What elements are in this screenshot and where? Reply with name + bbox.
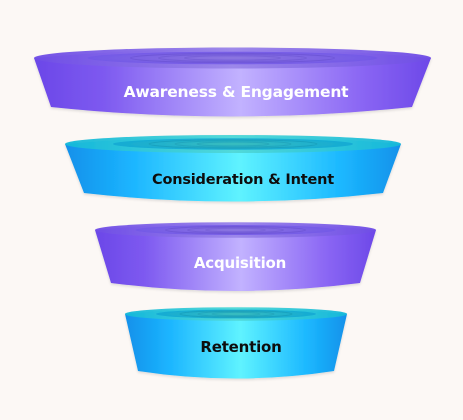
funnel-stage-acquisition-ring-2 xyxy=(187,226,284,234)
funnel-stage-retention-ring-2 xyxy=(197,311,275,317)
funnel-stage-consideration-ring-1 xyxy=(148,139,318,149)
funnel-stage-acquisition-ring-3 xyxy=(205,227,266,233)
funnel-stage-retention-body xyxy=(125,308,347,379)
funnel-stage-awareness-ring-1 xyxy=(130,52,335,64)
funnel-stage-acquisition-label: Acquisition xyxy=(194,254,286,272)
funnel-stage-awareness-ring-2 xyxy=(158,54,307,62)
funnel-stage-awareness-ring-3 xyxy=(184,55,281,61)
funnel-stage-acquisition-body xyxy=(95,223,376,291)
funnel-stage-consideration: Consideration & Intent xyxy=(65,135,401,202)
funnel-stage-acquisition-ring-1 xyxy=(165,225,306,235)
funnel-stage-retention-label: Retention xyxy=(200,338,281,356)
funnel-stage-awareness: Awareness & Engagement xyxy=(34,47,431,117)
funnel-stage-acquisition: Acquisition xyxy=(95,222,376,291)
funnel-stage-retention-ring-3 xyxy=(211,311,261,317)
funnel-stage-consideration-ring-3 xyxy=(196,141,270,147)
funnel-stage-retention: Retention xyxy=(125,307,347,379)
funnel-stage-consideration-body xyxy=(65,136,401,202)
funnel-stage-consideration-ring-2 xyxy=(174,140,292,148)
funnel-stage-consideration-label: Consideration & Intent xyxy=(152,172,334,188)
funnel-stage-awareness-label: Awareness & Engagement xyxy=(124,83,350,101)
funnel-stage-retention-ring-1 xyxy=(179,310,293,318)
